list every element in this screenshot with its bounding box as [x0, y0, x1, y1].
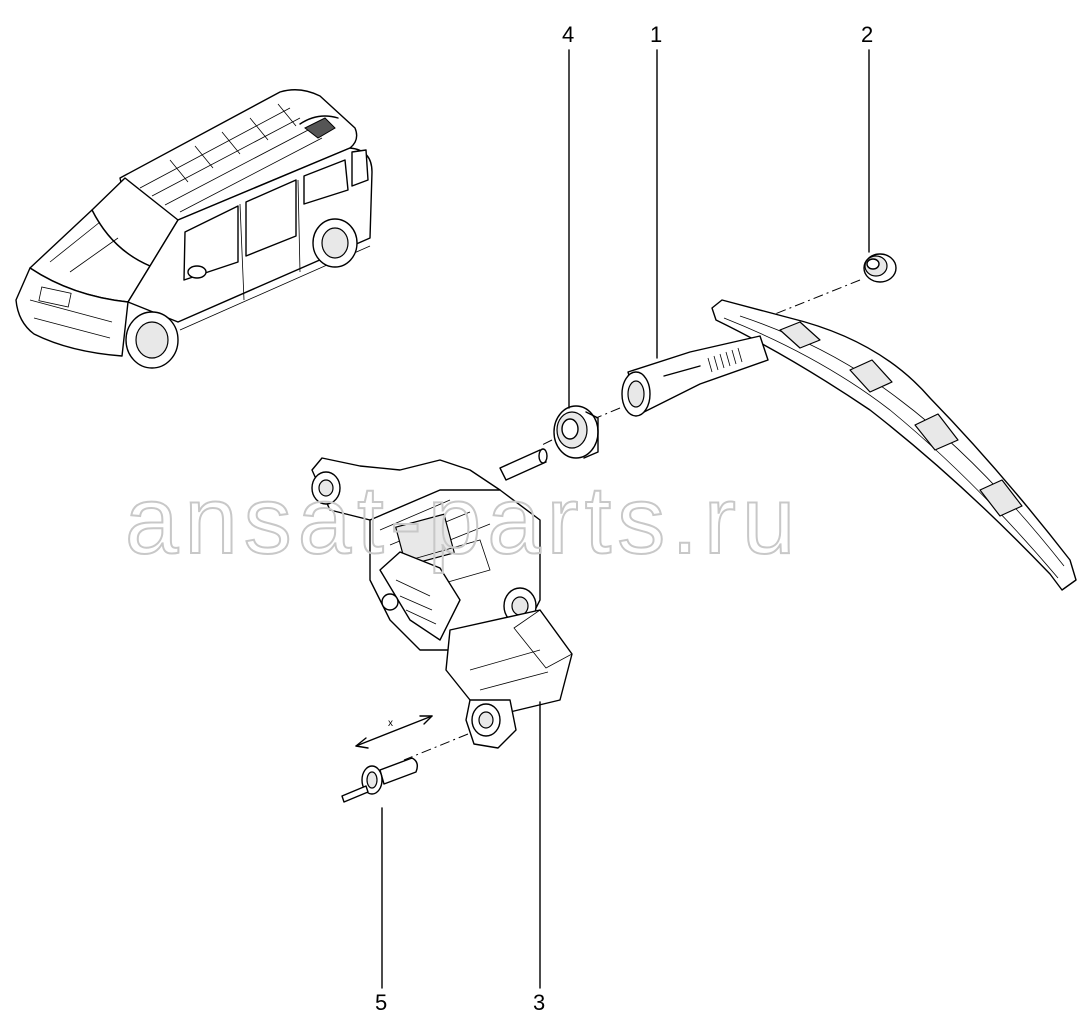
callout-4: 4 — [562, 22, 574, 409]
vehicle-overview — [15, 89, 373, 369]
callout-label-3: 3 — [533, 990, 545, 1015]
dimension-label: x — [388, 718, 393, 729]
callout-5: 5 — [375, 807, 387, 1015]
watermark-text: ansat-parts.ru — [125, 467, 801, 574]
callout-2: 2 — [861, 22, 873, 253]
callout-label-1: 1 — [650, 22, 662, 47]
part-4-grommet — [553, 405, 599, 459]
axis-line-2 — [769, 279, 861, 317]
callout-label-5: 5 — [375, 990, 387, 1015]
axis-line-3 — [403, 733, 469, 761]
part-3-wiper-motor — [311, 448, 573, 749]
callout-label-4: 4 — [562, 22, 574, 47]
axis-line-1 — [595, 407, 621, 419]
dimension-x: x — [355, 715, 433, 749]
axis-line-4 — [539, 439, 553, 447]
callout-label-2: 2 — [861, 22, 873, 47]
callout-1: 1 — [650, 22, 662, 359]
callout-3: 3 — [533, 701, 545, 1015]
part-2-nut — [863, 253, 897, 283]
part-1-wiper-arm — [621, 299, 1077, 591]
part-5-pin — [341, 757, 419, 803]
